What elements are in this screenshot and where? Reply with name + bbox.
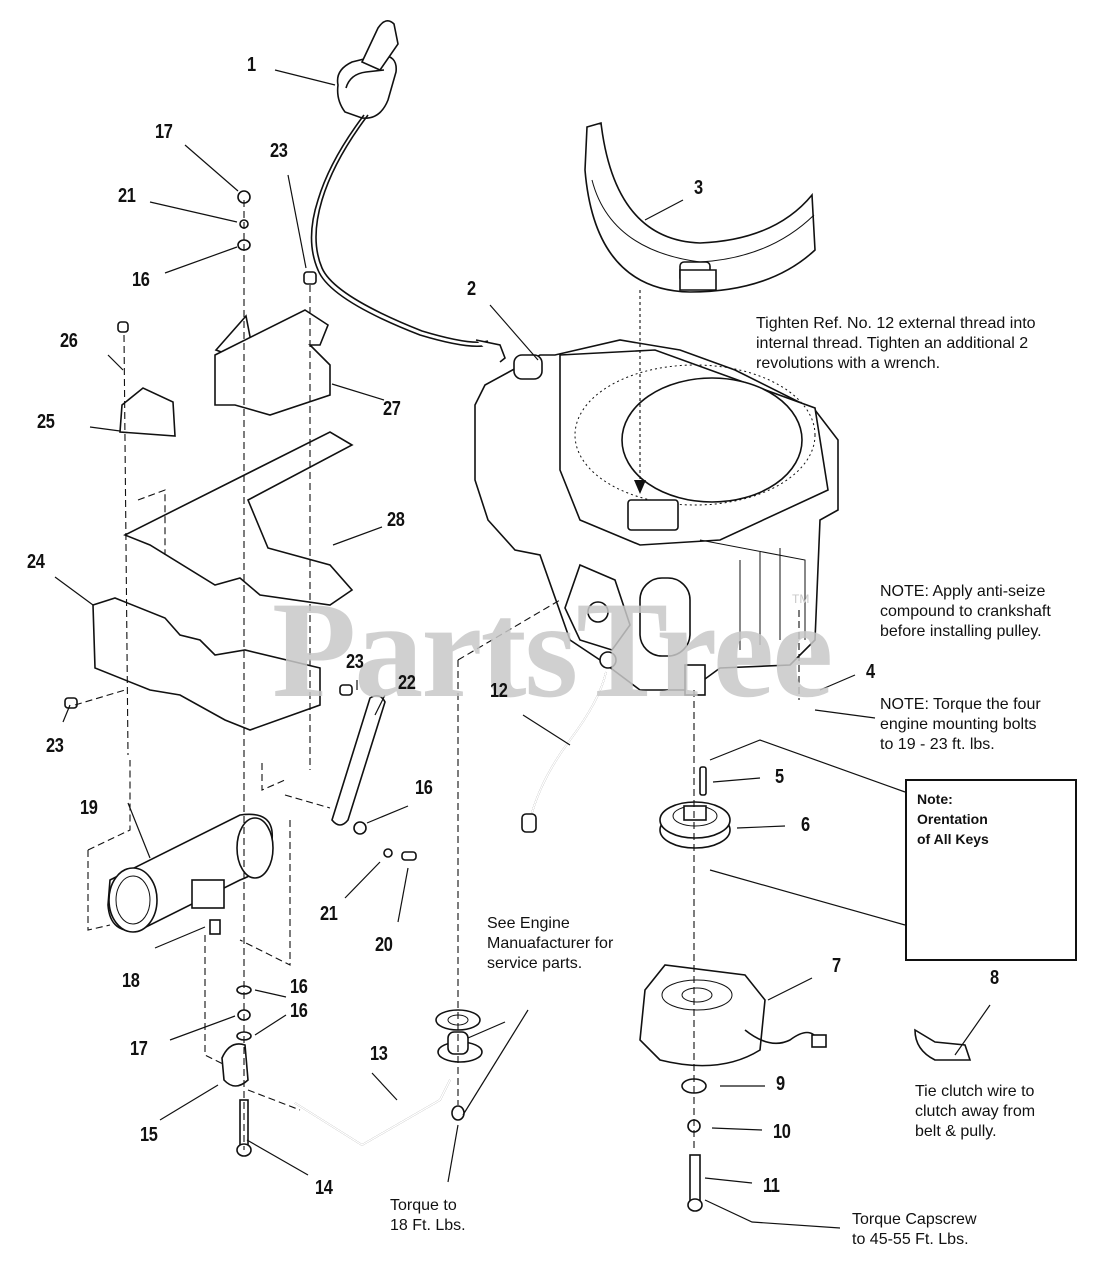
callout-18: 18 — [122, 970, 140, 992]
watermark-tm: TM — [792, 592, 810, 606]
callout-16-top: 16 — [132, 269, 150, 291]
note-tighten-ref12: Tighten Ref. No. 12 external thread into… — [756, 315, 1036, 372]
callout-21-top: 21 — [118, 185, 136, 207]
callout-22: 22 — [398, 672, 416, 694]
callout-26: 26 — [60, 330, 78, 352]
assembly-guide-lines — [74, 200, 800, 1150]
callout-16-lower-a: 16 — [290, 976, 308, 998]
callout-24: 24 — [27, 551, 45, 573]
callout-9: 9 — [776, 1073, 785, 1095]
note-torque-18: Torque to 18 Ft. Lbs. — [390, 1197, 466, 1234]
callout-21-lower: 21 — [320, 903, 338, 925]
note-tie-clutch-wire: Tie clutch wire to clutch away from belt… — [915, 1083, 1036, 1140]
callout-23-top: 23 — [270, 140, 288, 162]
note-anti-seize: NOTE: Apply anti-seize compound to crank… — [880, 583, 1051, 640]
callout-27: 27 — [383, 398, 401, 420]
callout-6: 6 — [801, 814, 810, 836]
callout-13: 13 — [370, 1043, 388, 1065]
callout-16-bracket: 16 — [415, 777, 433, 799]
callout-23-left: 23 — [46, 735, 64, 757]
callout-16-lower-b: 16 — [290, 1000, 308, 1022]
callout-10: 10 — [773, 1121, 791, 1143]
callout-1: 1 — [247, 54, 256, 76]
key-orientation-title: Note: Orentation of All Keys — [917, 791, 989, 847]
callout-20: 20 — [375, 934, 393, 956]
callout-2: 2 — [467, 278, 476, 300]
exhaust-pipe-parts — [221, 985, 483, 1157]
callout-25: 25 — [37, 411, 55, 433]
callout-15: 15 — [140, 1124, 158, 1146]
fuel-hose-part — [521, 651, 617, 833]
callout-5: 5 — [775, 766, 784, 788]
muffler-part — [107, 813, 274, 935]
leader-lines — [54, 69, 991, 1229]
callout-17-lower: 17 — [130, 1038, 148, 1060]
callout-19: 19 — [80, 797, 98, 819]
callout-8: 8 — [990, 967, 999, 989]
callout-17-top: 17 — [155, 121, 173, 143]
callout-3: 3 — [694, 177, 703, 199]
clutch-pulley-parts — [639, 766, 972, 1212]
callout-28: 28 — [387, 509, 405, 531]
callout-12: 12 — [490, 680, 508, 702]
key-orientation-inset: Note: Orentation of All Keys — [905, 779, 1077, 961]
note-see-engine-manufacturer: See Engine Manuafacturer for service par… — [487, 915, 614, 972]
note-torque-mounting-bolts: NOTE: Torque the four engine mounting bo… — [880, 696, 1041, 753]
callout-14: 14 — [315, 1177, 333, 1199]
callout-4: 4 — [866, 661, 875, 683]
callout-23-bracket: 23 — [346, 651, 364, 673]
callout-7: 7 — [832, 955, 841, 977]
throttle-control-part — [310, 20, 506, 363]
engine-part — [474, 261, 839, 696]
callout-11: 11 — [763, 1175, 780, 1197]
note-torque-capscrew: Torque Capscrew to 45-55 Ft. Lbs. — [852, 1211, 977, 1248]
shield-parts — [92, 309, 354, 731]
